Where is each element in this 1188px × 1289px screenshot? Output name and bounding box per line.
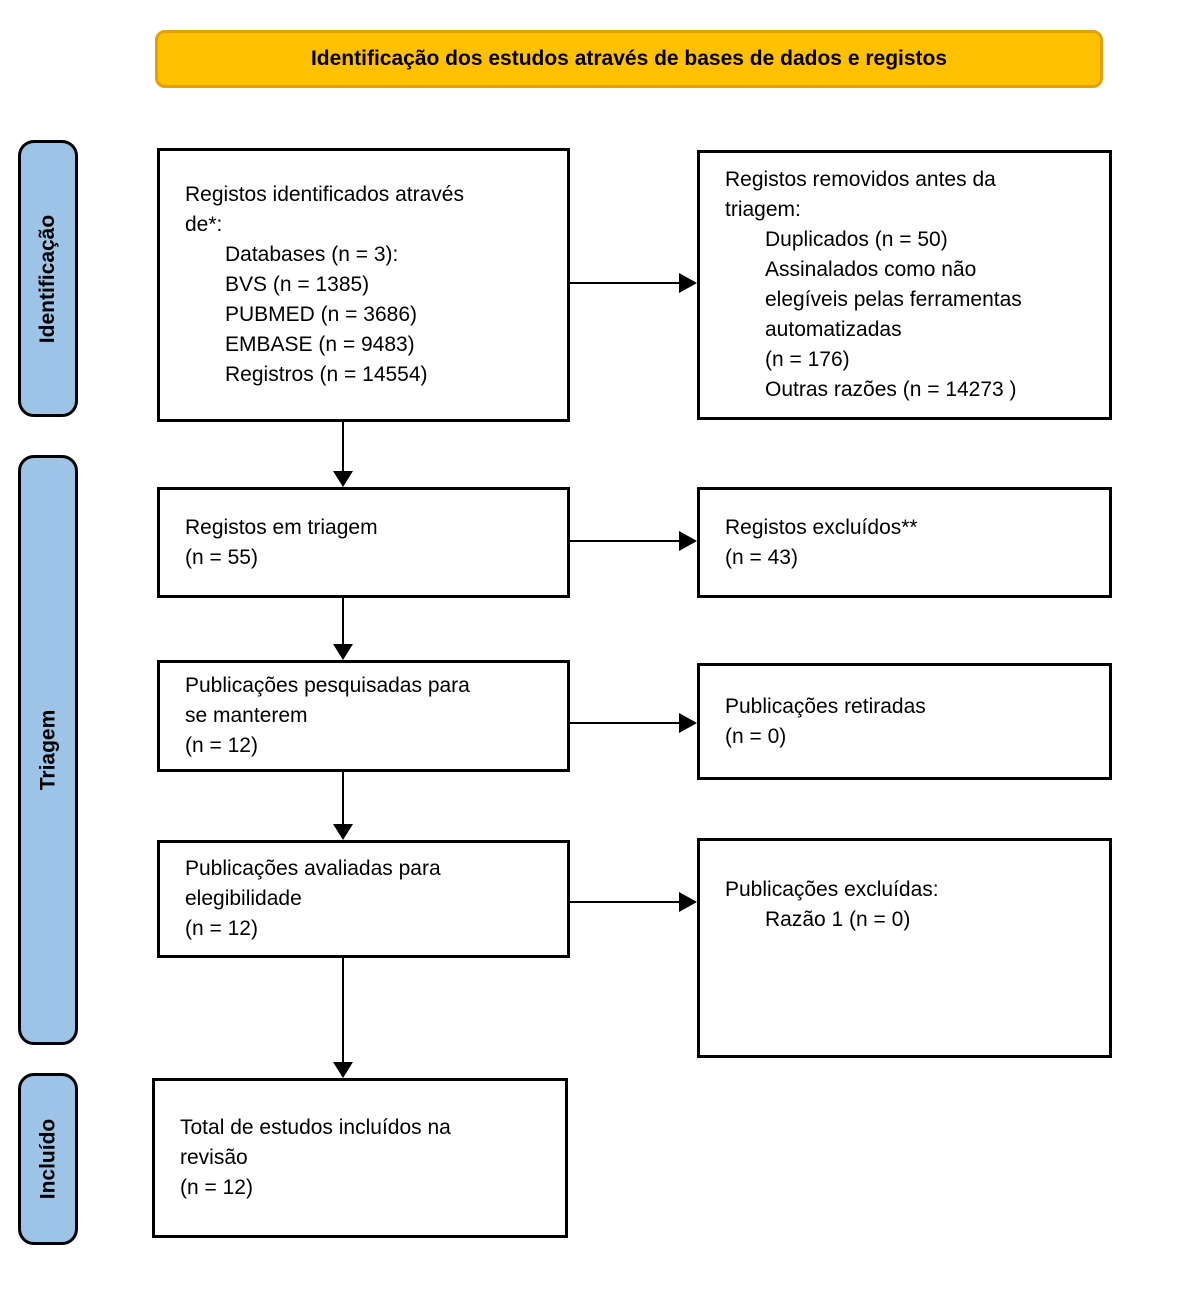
banner-title: Identificação dos estudos através de bas… xyxy=(155,30,1103,88)
box-line: Registos excluídos** xyxy=(725,515,918,539)
box-line: Registos em triagem xyxy=(185,515,378,539)
box-studies-included: Total de estudos incluídos na revisão (n… xyxy=(152,1078,568,1238)
box-line: (n = 12) xyxy=(185,734,258,757)
box-line: (n = 43) xyxy=(725,545,798,569)
box-line: automatizadas xyxy=(765,318,902,341)
box-publications-withdrawn: Publicações retiradas (n = 0) xyxy=(697,663,1112,780)
box-line: Publicações avaliadas para xyxy=(185,857,441,880)
box-line: PUBMED (n = 3686) xyxy=(225,303,417,326)
box-line: Registos removidos antes da xyxy=(725,168,996,191)
box-line: de*: xyxy=(185,213,223,236)
box-records-excluded: Registos excluídos** (n = 43) xyxy=(697,487,1112,598)
box-line: revisão xyxy=(180,1146,248,1169)
stage-label-text: Triagem xyxy=(36,709,60,791)
box-line: elegibilidade xyxy=(185,887,302,910)
box-line: (n = 12) xyxy=(180,1176,253,1199)
box-records-removed: Registos removidos antes da triagem: Dup… xyxy=(697,150,1112,420)
box-line: EMBASE (n = 9483) xyxy=(225,333,415,356)
stage-label-text: Incluído xyxy=(36,1118,59,1200)
box-publications-sought: Publicações pesquisadas para se manterem… xyxy=(157,660,570,772)
box-line: (n = 176) xyxy=(765,348,850,371)
box-line: Duplicados (n = 50) xyxy=(765,228,948,251)
box-line: Assinalados como não xyxy=(765,258,977,281)
stage-label-screening: Triagem xyxy=(18,455,78,1045)
box-line: Publicações retiradas xyxy=(725,694,926,718)
box-publications-assessed: Publicações avaliadas para elegibilidade… xyxy=(157,840,570,958)
box-line: Registros (n = 14554) xyxy=(225,363,428,386)
stage-label-included: Incluído xyxy=(18,1073,78,1245)
box-line: BVS (n = 1385) xyxy=(225,273,370,296)
box-records-screened: Registos em triagem (n = 55) xyxy=(157,487,570,598)
stage-label-text: Identificação xyxy=(36,214,59,343)
box-line: (n = 0) xyxy=(725,724,787,748)
box-line: triagem: xyxy=(725,198,801,221)
box-line: (n = 12) xyxy=(185,917,258,940)
box-line: (n = 55) xyxy=(185,545,258,569)
box-line: Publicações pesquisadas para xyxy=(185,674,470,697)
box-line: Razão 1 (n = 0) xyxy=(765,908,911,931)
stage-label-identification: Identificação xyxy=(18,140,78,417)
box-line: elegíveis pelas ferramentas xyxy=(765,288,1022,311)
box-records-identified: Registos identificados através de*: Data… xyxy=(157,148,570,422)
box-publications-excluded: Publicações excluídas: Razão 1 (n = 0) xyxy=(697,838,1112,1058)
box-line: Publicações excluídas: xyxy=(725,878,939,901)
box-line: Databases (n = 3): xyxy=(225,243,399,266)
box-line: Registos identificados através xyxy=(185,183,464,206)
box-line: se manterem xyxy=(185,704,308,727)
box-line: Total de estudos incluídos na xyxy=(180,1116,451,1139)
box-line: Outras razões (n = 14273 ) xyxy=(765,378,1017,401)
